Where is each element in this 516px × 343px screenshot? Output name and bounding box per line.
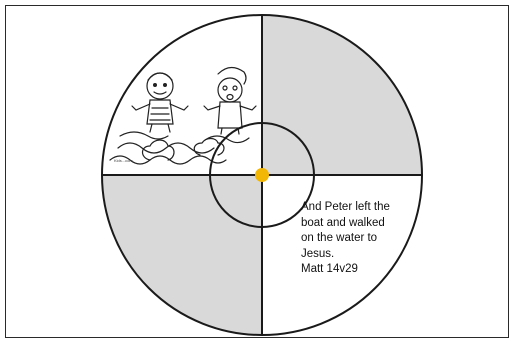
scripture-caption: And Peter left the boat and walked on th…: [301, 200, 411, 278]
quadrant-top-left-white: [92, 10, 262, 175]
caption-line: And Peter left the: [301, 200, 411, 216]
illustration-credit: Kids...com: [114, 158, 133, 163]
scripture-reference: Matt 14v29: [301, 262, 411, 278]
caption-line: on the water to: [301, 231, 411, 247]
caption-line: Jesus.: [301, 247, 411, 263]
caption-line: boat and walked: [301, 216, 411, 232]
quadrant-top-right-shaded: [262, 10, 432, 175]
center-pin-dot: [255, 168, 269, 182]
quadrant-bottom-left-shaded: [92, 175, 262, 343]
